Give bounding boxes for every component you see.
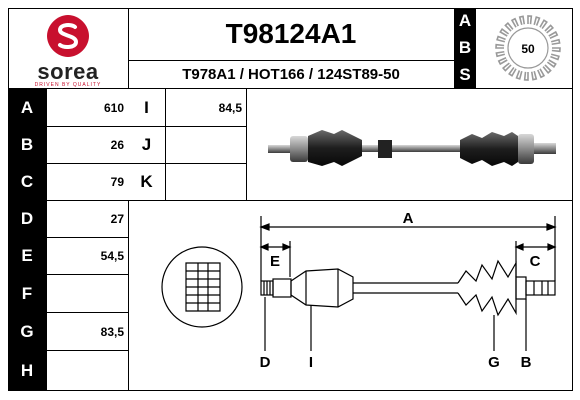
spec-letter-h: H xyxy=(8,351,46,390)
abs-gear-tooth xyxy=(548,30,559,39)
abs-gear-tooth xyxy=(499,28,510,37)
abs-gear-tooth xyxy=(542,64,552,75)
abs-gear-tooth xyxy=(496,35,506,43)
spec-value-b: 26 xyxy=(110,138,124,152)
brand-tagline: DRIVEN BY QUALITY xyxy=(34,82,102,88)
diagram-label-c: C xyxy=(530,253,541,270)
abs-gear-tooth xyxy=(546,59,557,68)
cross-references: T978A1 / HOT166 / 124ST89-50 xyxy=(182,65,400,83)
spec-value-d: 27 xyxy=(110,212,124,226)
spec-value-c: 79 xyxy=(110,175,124,189)
spec-value-a: 610 xyxy=(103,100,124,115)
diagram-label-a: A xyxy=(403,210,414,227)
spec-value-j xyxy=(166,127,246,163)
spec-value-i: 84,5 xyxy=(218,100,242,115)
abs-gear-tooth xyxy=(527,15,533,25)
abs-gear-tooth xyxy=(510,17,519,28)
abs-ring-icon: 50 xyxy=(495,15,561,81)
diagram-label-b: B xyxy=(521,354,532,371)
spec-letter-g: G xyxy=(8,313,46,350)
diagram-label-d: D xyxy=(260,354,271,371)
abs-gear-tooth xyxy=(530,70,538,81)
diagram-label-e: E xyxy=(270,253,280,270)
abs-gear-tooth xyxy=(508,66,517,77)
abs-gear-tooth xyxy=(550,53,560,61)
abs-gear-tooth xyxy=(515,70,523,80)
spec-letter-b: B xyxy=(8,127,46,163)
spec-letter-k: K xyxy=(128,164,166,200)
abs-gear-tooth xyxy=(551,47,561,53)
product-photo xyxy=(268,130,556,166)
abs-gear-tooth xyxy=(504,21,514,32)
abs-gear-tooth xyxy=(495,43,505,49)
abs-gear-tooth xyxy=(501,62,512,72)
abs-gear-tooth xyxy=(518,15,526,26)
abs-gear-tooth xyxy=(537,68,546,79)
sorea-emblem-icon xyxy=(47,15,89,57)
abs-gear-tooth xyxy=(533,16,541,26)
technical-diagram: A E C D I G B xyxy=(161,210,557,371)
spec-value-h xyxy=(46,351,128,390)
abs-letter-a: A xyxy=(458,11,472,31)
spec-value-g: 83,5 xyxy=(100,324,124,339)
spec-letter-e: E xyxy=(8,238,46,274)
sorea-logo: sorea DRIVEN BY QUALITY xyxy=(8,8,128,88)
spec-letter-j: J xyxy=(128,127,166,163)
abs-indicator: A B S xyxy=(454,8,476,88)
spec-letter-i: I xyxy=(128,89,166,126)
spec-letter-d: D xyxy=(8,201,46,237)
spec-letter-a: A xyxy=(8,89,46,126)
spec-value-k xyxy=(166,164,246,200)
abs-letter-b: B xyxy=(458,37,472,57)
abs-gear-tooth xyxy=(497,57,508,66)
abs-letter-s: S xyxy=(459,64,471,84)
diagram-label-i: I xyxy=(309,354,313,371)
abs-gear-tooth xyxy=(523,71,529,81)
abs-gear-tooth xyxy=(550,38,561,46)
abs-teeth-count: 50 xyxy=(521,42,535,56)
abs-gear-tooth xyxy=(539,19,548,30)
abs-gear-tooth xyxy=(495,50,506,58)
diagram-label-g: G xyxy=(488,354,500,371)
spec-value-e: 54,5 xyxy=(100,249,124,263)
brand-name: sorea xyxy=(37,59,99,84)
spec-letter-f: F xyxy=(8,275,46,312)
abs-gear-tooth xyxy=(544,24,555,34)
part-number: T98124A1 xyxy=(225,18,357,49)
spec-value-f xyxy=(46,275,128,312)
spec-letter-c: C xyxy=(8,164,46,200)
